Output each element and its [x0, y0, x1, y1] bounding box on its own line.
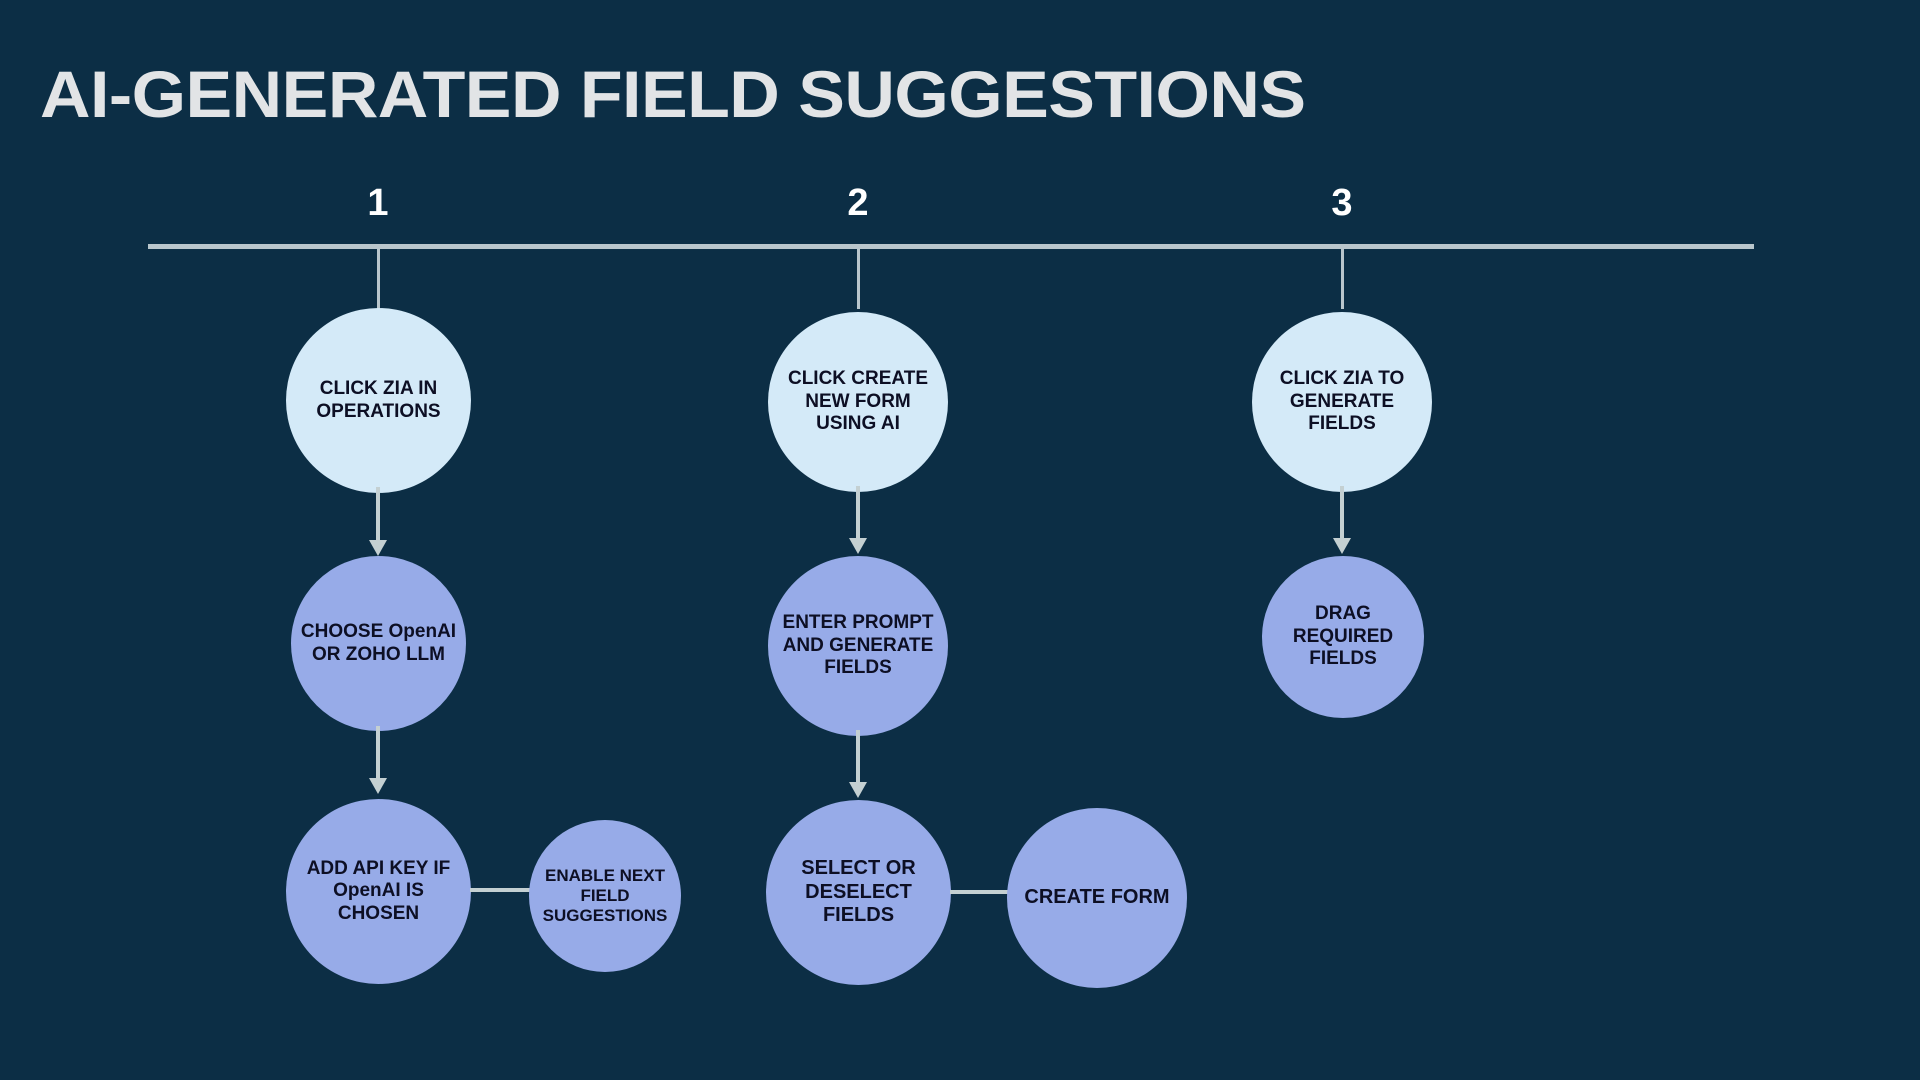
node-enable-next-field-suggestions[interactable]: ENABLE NEXT FIELD SUGGESTIONS — [529, 820, 681, 972]
connector-c3-n1-n2 — [1340, 486, 1344, 544]
node-label: CLICK ZIA IN OPERATIONS — [316, 378, 441, 422]
node-choose-llm[interactable]: CHOOSE OpenAI OR ZOHO LLM — [291, 556, 466, 731]
timeline-tick-2 — [857, 249, 860, 309]
timeline-tick-3 — [1341, 249, 1344, 309]
connector-c1-n3-n4 — [470, 888, 545, 892]
node-label: CLICK CREATE NEW FORM USING AI — [787, 368, 929, 435]
node-label: CREATE FORM — [1024, 886, 1170, 909]
connector-c2-n1-n2 — [856, 486, 860, 544]
timeline-rule — [148, 244, 1754, 249]
node-add-api-key[interactable]: ADD API KEY IF OpenAI IS CHOSEN — [286, 799, 471, 984]
node-label: ADD API KEY IF OpenAI IS CHOSEN — [306, 857, 451, 924]
node-label: ENTER PROMPT AND GENERATE FIELDS — [782, 612, 934, 679]
node-label: SELECT OR DESELECT FIELDS — [801, 857, 916, 927]
node-drag-required-fields[interactable]: DRAG REQUIRED FIELDS — [1262, 556, 1424, 718]
connector-c1-n1-n2 — [376, 487, 380, 547]
step-number-2: 2 — [847, 182, 869, 224]
step-number-1: 1 — [367, 182, 389, 224]
arrow-c2-n1-n2-icon — [849, 538, 867, 554]
page-title: AI-GENERATED FIELD SUGGESTIONS — [40, 57, 1306, 131]
node-click-create-new-form[interactable]: CLICK CREATE NEW FORM USING AI — [768, 312, 948, 492]
step-number-3: 3 — [1331, 182, 1353, 224]
arrow-c3-n1-n2-icon — [1333, 538, 1351, 554]
arrow-c1-n2-n3-icon — [369, 778, 387, 794]
node-click-zia-to-generate-fields[interactable]: CLICK ZIA TO GENERATE FIELDS — [1252, 312, 1432, 492]
node-click-zia-in-operations[interactable]: CLICK ZIA IN OPERATIONS — [286, 308, 471, 493]
node-label: CLICK ZIA TO GENERATE FIELDS — [1279, 368, 1405, 435]
connector-c1-n2-n3 — [376, 726, 380, 784]
node-select-deselect-fields[interactable]: SELECT OR DESELECT FIELDS — [766, 800, 951, 985]
node-label: CHOOSE OpenAI OR ZOHO LLM — [300, 621, 457, 665]
node-enter-prompt[interactable]: ENTER PROMPT AND GENERATE FIELDS — [768, 556, 948, 736]
connector-c2-n2-n3 — [856, 730, 860, 788]
timeline-tick-1 — [377, 249, 380, 309]
connector-c2-n3-n4 — [950, 890, 1022, 894]
node-label: DRAG REQUIRED FIELDS — [1292, 603, 1394, 670]
arrow-c1-n1-n2-icon — [369, 540, 387, 556]
node-create-form[interactable]: CREATE FORM — [1007, 808, 1187, 988]
node-label: ENABLE NEXT FIELD SUGGESTIONS — [542, 865, 668, 926]
arrow-c2-n2-n3-icon — [849, 782, 867, 798]
